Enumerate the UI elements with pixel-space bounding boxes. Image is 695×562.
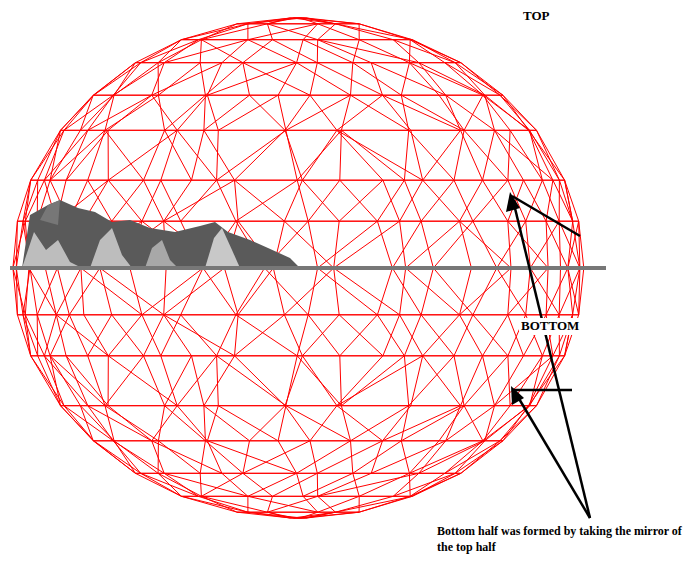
annotation-note: Bottom half was formed by taking the mir… (437, 524, 687, 555)
mirror-plane-line (10, 266, 606, 270)
top-label: TOP (521, 8, 552, 25)
bottom-label: BOTTOM (519, 318, 581, 335)
leader-arrows (506, 192, 590, 518)
terrain-shape (22, 200, 300, 268)
